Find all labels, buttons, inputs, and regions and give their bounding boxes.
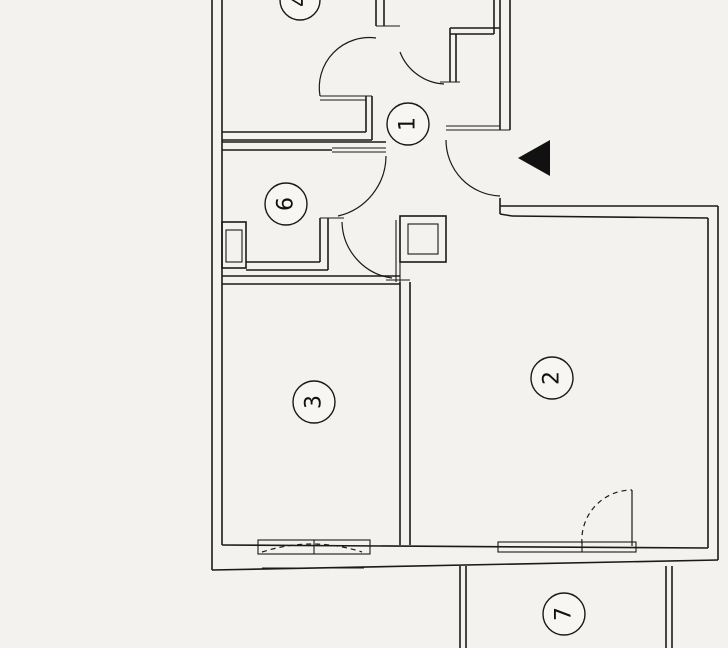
door-closet <box>399 51 445 85</box>
windows <box>257 539 637 569</box>
shafts <box>221 215 447 269</box>
room2-top-wall-inner <box>511 215 709 219</box>
door-entrance <box>445 139 501 197</box>
room-number-2: 2 <box>540 371 565 385</box>
door-room3 <box>341 221 393 279</box>
triangle-icon <box>518 140 550 176</box>
room-number-1: 1 <box>396 117 421 131</box>
balcony <box>459 566 673 648</box>
room-number-7: 7 <box>552 607 577 621</box>
room-label-4: 4 <box>279 0 321 21</box>
shaft-right-inner <box>407 223 439 255</box>
room-label-6: 6 <box>264 182 308 226</box>
room-number-6: 6 <box>274 197 299 211</box>
room-label-2: 2 <box>530 356 574 400</box>
shaft-right <box>399 215 447 263</box>
doors <box>318 36 633 546</box>
window-room3-swing <box>261 543 363 553</box>
door-room6 <box>337 155 387 217</box>
door-balcony <box>581 489 633 545</box>
interior-walls <box>222 0 500 545</box>
room-number-4: 4 <box>288 0 313 7</box>
entrance-jamb-cap <box>499 213 513 217</box>
room-label-3: 3 <box>292 380 336 424</box>
room-label-7: 7 <box>542 592 586 636</box>
shaft-left-inner <box>225 229 243 263</box>
window-room2 <box>497 541 637 553</box>
bottom-wall-inner <box>221 544 709 549</box>
shaft-left <box>221 221 247 269</box>
room-number-3: 3 <box>302 395 327 409</box>
door-room4-upper <box>318 36 377 97</box>
outer-walls <box>211 0 719 571</box>
room-label-1: 1 <box>386 102 430 146</box>
